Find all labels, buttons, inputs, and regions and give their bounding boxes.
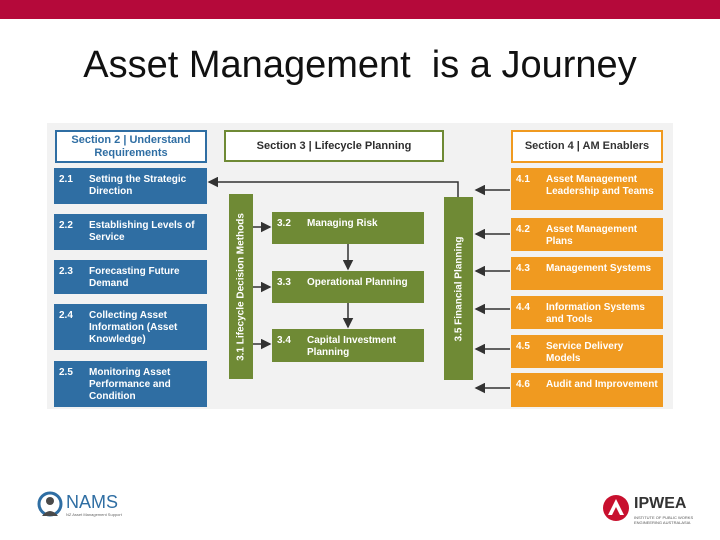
item-number: 4.6 [516,379,530,390]
nams-wordmark: NAMS [66,492,119,512]
ipwea-emblem-icon [603,495,629,521]
section2-item: 2.4 Collecting Asset Information (Asset … [54,304,207,350]
section3-item: 3.4 Capital Investment Planning [272,329,424,362]
section4-item: 4.5 Service Delivery Models [511,335,663,368]
section4-item: 4.1 Asset Management Leadership and Team… [511,168,663,210]
item-label: Managing Risk [307,218,378,229]
section4-item: 4.2 Asset Management Plans [511,218,663,251]
item-label: Asset Management Leadership and Teams [546,174,654,197]
feedback-arrow [207,176,459,197]
section4-header: Section 4 | AM Enablers [511,130,663,163]
nams-subtitle: NZ Asset Management Support [66,512,122,517]
section4-item: 4.6 Audit and Improvement [511,373,663,407]
item-label: Capital Investment Planning [307,335,396,358]
item-label: Asset Management Plans [546,224,638,247]
section3-item: 3.3 Operational Planning [272,271,424,303]
ipwea-subtitle: INSTITUTE OF PUBLIC WORKS ENGINEERING AU… [634,515,693,525]
item-number: 2.4 [59,310,73,321]
section2-header: Section 2 | Understand Requirements [55,130,207,163]
slide-title: Asset Management is a Journey [83,44,637,86]
item-number: 3.4 [277,335,291,346]
item-number: 2.3 [59,266,73,277]
item-label: Management Systems [546,263,652,274]
financial-planning-bar: 3.5 Financial Planning [444,197,473,380]
nams-emblem-icon [37,491,63,517]
item-number: 2.5 [59,367,73,378]
item-label: Forecasting Future Demand [89,266,180,289]
item-label: Operational Planning [307,277,408,288]
item-number: 3.3 [277,277,291,288]
item-label: Information Systems and Tools [546,302,645,325]
section2-item: 2.2 Establishing Levels of Service [54,214,207,250]
item-number: 4.2 [516,224,530,235]
item-number: 4.3 [516,263,530,274]
ipwea-subtitle-line2: ENGINEERING AUSTRALASIA [634,520,691,525]
item-number: 4.1 [516,174,530,185]
ipwea-wordmark: IPWEA [634,495,687,512]
item-label: Monitoring Asset Performance and Conditi… [89,367,171,402]
section3-item: 3.2 Managing Risk [272,212,424,244]
item-number: 4.5 [516,341,530,352]
lifecycle-decision-methods-bar: 3.1 Lifecycle Decision Methods [229,194,253,379]
item-label: Establishing Levels of Service [89,220,195,243]
item-number: 2.1 [59,174,73,185]
item-number: 3.2 [277,218,291,229]
item-label: Audit and Improvement [546,379,658,390]
section2-item: 2.1 Setting the Strategic Direction [54,168,207,204]
section2-item: 2.5 Monitoring Asset Performance and Con… [54,361,207,407]
item-label: Setting the Strategic Direction [89,174,187,197]
item-label: Collecting Asset Information (Asset Know… [89,310,178,345]
nams-logo: NAMS NZ Asset Management Support [36,490,128,522]
ipwea-logo: IPWEA INSTITUTE OF PUBLIC WORKS ENGINEER… [602,492,714,532]
brand-top-bar [0,0,720,19]
ipwea-subtitle-line1: INSTITUTE OF PUBLIC WORKS [634,515,694,520]
item-number: 4.4 [516,302,530,313]
section4-item: 4.4 Information Systems and Tools [511,296,663,329]
section2-item: 2.3 Forecasting Future Demand [54,260,207,294]
section4-item: 4.3 Management Systems [511,257,663,290]
item-number: 2.2 [59,220,73,231]
item-label: Service Delivery Models [546,341,624,364]
section3-header: Section 3 | Lifecycle Planning [224,130,444,162]
